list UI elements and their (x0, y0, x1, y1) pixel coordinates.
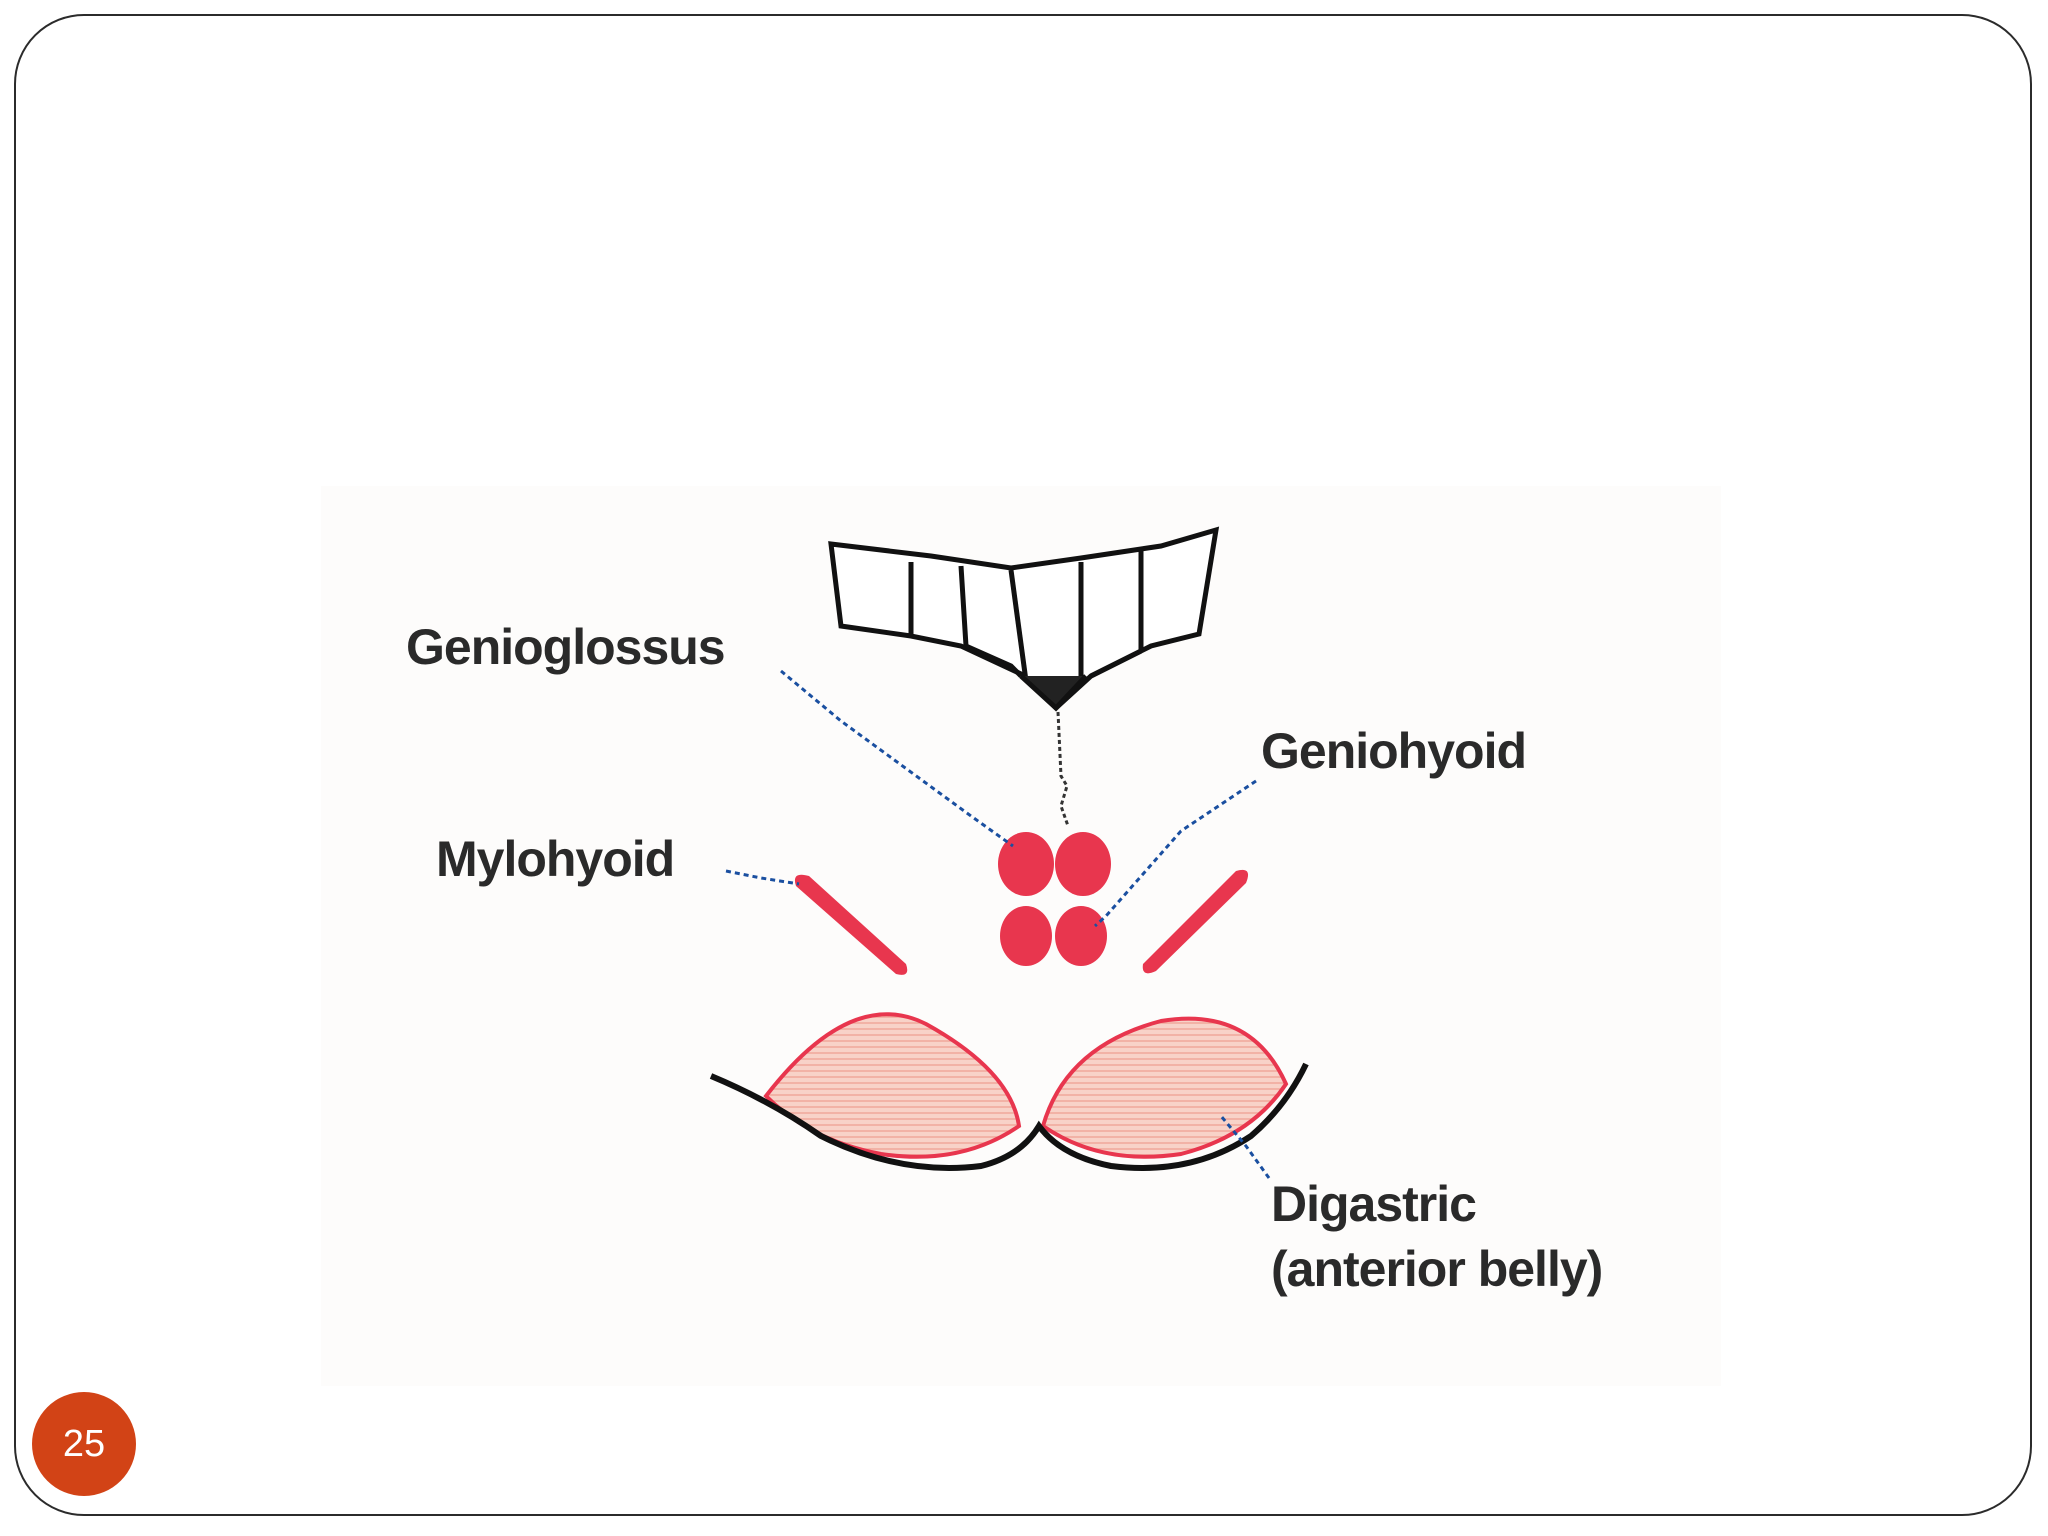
mylohyoid-leader-line (725, 869, 800, 886)
genioglossus-right-muscle (1055, 832, 1111, 896)
geniohyoid-right-muscle (1055, 906, 1107, 966)
muscles-cross-section-diagram: Genioglossus Geniohyoid Mylohyoid Digast… (406, 526, 1603, 1297)
anatomy-figure: Genioglossus Geniohyoid Mylohyoid Digast… (321, 486, 1721, 1386)
genioglossus-leader-line (780, 669, 1014, 848)
geniohyoid-leader-line (1093, 779, 1257, 928)
geniohyoid-label: Geniohyoid (1261, 723, 1526, 779)
mylohyoid-label: Mylohyoid (436, 831, 674, 887)
mandible-outline-curve (709, 1062, 1309, 1171)
digastric-leader-line (1219, 1115, 1271, 1179)
digastric-right-belly (1040, 1016, 1289, 1159)
mylohyoid-left-muscle (794, 874, 908, 975)
digastric-label: Digastric (1271, 1176, 1476, 1232)
digastric-left-belly (763, 1012, 1022, 1159)
teeth-illustration (828, 526, 1220, 712)
genioglossus-left-muscle (998, 832, 1054, 896)
digastric-sublabel: (anterior belly) (1271, 1241, 1602, 1297)
genioglossus-label: Genioglossus (406, 619, 725, 675)
mylohyoid-right-muscle (1142, 869, 1249, 974)
page-number-badge: 25 (32, 1392, 136, 1496)
geniohyoid-left-muscle (1000, 906, 1052, 966)
slide-frame: Genioglossus Geniohyoid Mylohyoid Digast… (14, 14, 2032, 1516)
page-number-text: 25 (62, 1422, 106, 1465)
midline-septum (1056, 711, 1070, 827)
